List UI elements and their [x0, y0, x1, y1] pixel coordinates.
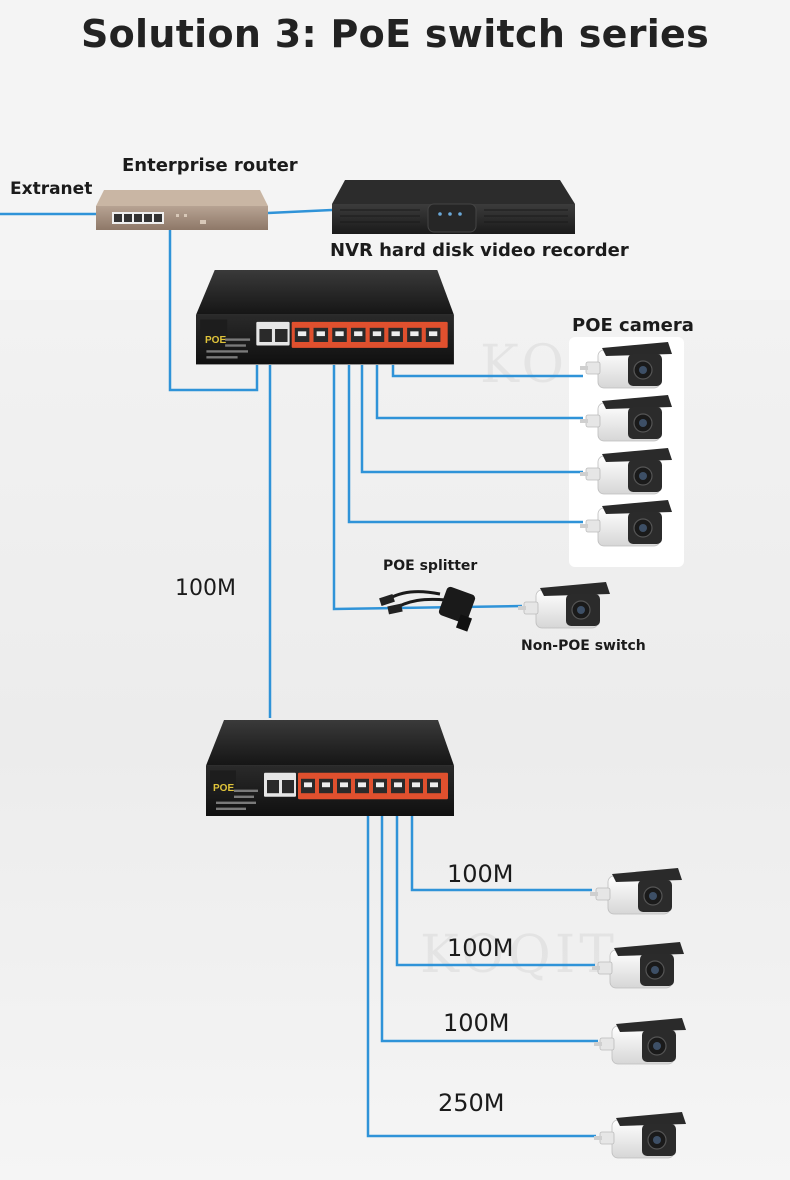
- non-poe-camera: [517, 581, 611, 629]
- label-uplink-bandwidth: 100M: [175, 576, 236, 601]
- nvr-device: [332, 180, 575, 234]
- label-nvr: NVR hard disk video recorder: [330, 240, 629, 261]
- poe-camera-1: [579, 341, 673, 389]
- lower-camera-1: [589, 867, 683, 915]
- label-link-bandwidth-2: 100M: [447, 934, 514, 962]
- cable-router-to-switch: [168, 220, 259, 392]
- label-link-bandwidth-3: 100M: [443, 1009, 510, 1037]
- label-enterprise-router: Enterprise router: [122, 155, 298, 176]
- poe-switch-lower: [206, 720, 454, 816]
- poe-camera-3: [579, 447, 673, 495]
- lower-camera-3: [593, 1017, 687, 1065]
- cable-router-to-nvr: [267, 208, 333, 215]
- poe-camera-4: [579, 499, 673, 547]
- poe-switch-upper: [196, 270, 454, 365]
- cables-lower-cameras: [366, 815, 598, 1138]
- lower-camera-4: [593, 1111, 687, 1159]
- lower-camera-2: [591, 941, 685, 989]
- diagram-title: Solution 3: PoE switch series: [80, 12, 710, 56]
- switch-badge-lower: POE: [213, 783, 234, 794]
- label-poe-camera: POE camera: [572, 315, 694, 336]
- label-link-bandwidth-1: 100M: [447, 860, 514, 888]
- switch-badge-upper: POE: [205, 335, 226, 346]
- label-poe-splitter: POE splitter: [383, 558, 478, 574]
- label-non-poe-switch: Non-POE switch: [521, 638, 646, 654]
- watermark-lower: KOQIT: [420, 925, 618, 985]
- label-extranet: Extranet: [10, 179, 93, 199]
- router-device: [96, 190, 268, 230]
- poe-camera-2: [579, 394, 673, 442]
- poe-splitter-device: [379, 586, 476, 632]
- label-link-bandwidth-4: 250M: [438, 1089, 505, 1117]
